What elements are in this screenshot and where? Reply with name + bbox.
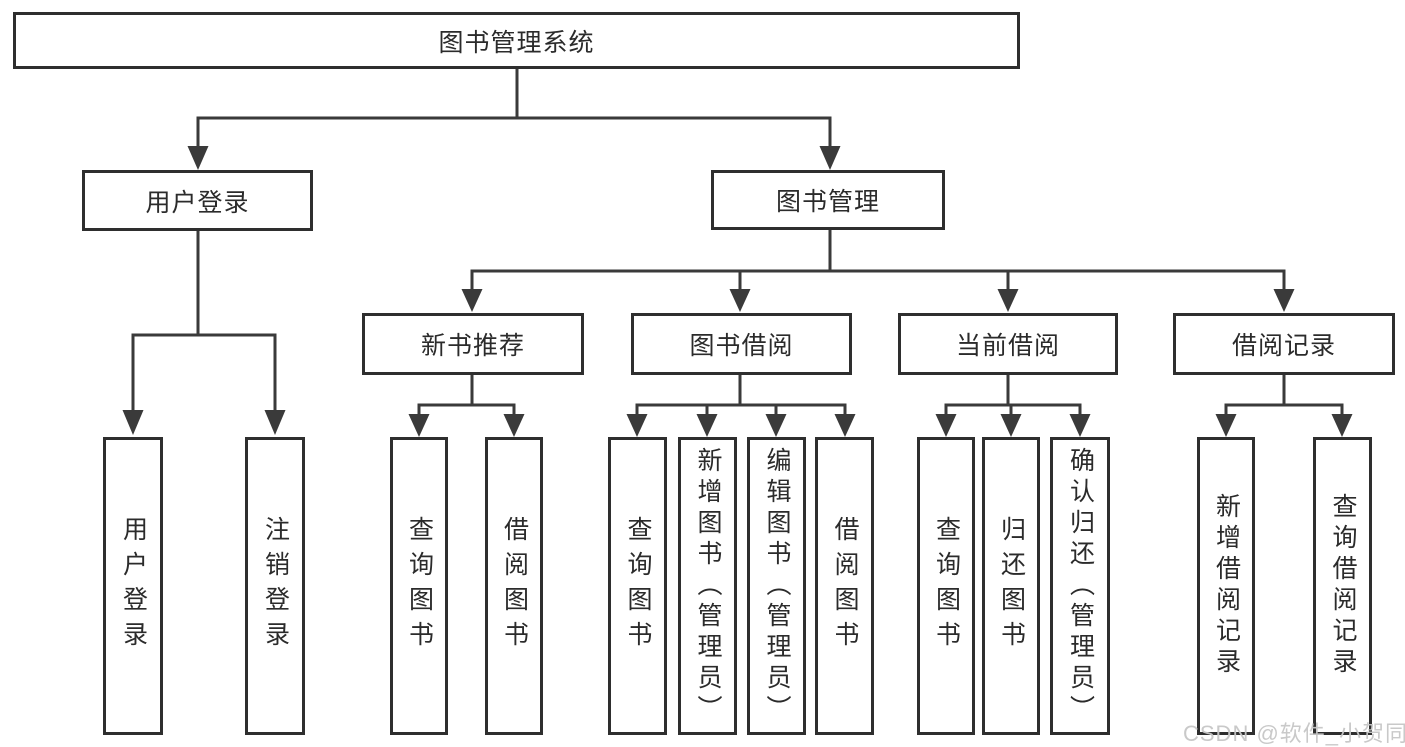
connector-borrow-record-group [1215,374,1353,437]
leaf-borrow-book-1: 借阅图书 [485,437,543,735]
connector-current-borrow-group [935,374,1091,437]
leaf-logout: 注销登录 [245,437,305,735]
leaf-query-borrow-record: 查询借阅记录 [1313,437,1372,735]
connector-user-login-group [122,231,286,435]
node-label: 新增借阅记录 [1212,493,1241,679]
node-user-login: 用户登录 [82,170,313,231]
node-label: 图书管理系统 [438,28,595,57]
connector-book-borrow-group [626,374,856,437]
node-book-management: 图书管理 [711,170,945,230]
node-label: 新增图书（管理员） [694,446,722,726]
node-book-borrow: 图书借阅 [631,313,852,375]
node-label: 图书管理 [775,188,880,216]
leaf-borrow-book-2: 借阅图书 [815,437,874,735]
connector-book-mgmt-to-modules [461,229,1295,312]
leaf-return-book: 归还图书 [982,437,1040,735]
leaf-query-book-3: 查询图书 [917,437,975,735]
leaf-query-book-1: 查询图书 [390,437,448,735]
node-label: 编辑图书（管理员） [763,446,791,726]
node-borrow-record: 借阅记录 [1173,313,1395,375]
node-label: 查询图书 [932,516,961,656]
node-label: 用户登录 [119,516,148,656]
node-label: 借阅记录 [1231,332,1336,360]
node-label: 新书推荐 [420,332,525,360]
node-label: 图书借阅 [689,332,794,360]
node-label: 归还图书 [997,516,1026,656]
node-label: 确认归还（管理员） [1066,446,1095,726]
node-label: 查询图书 [405,516,434,656]
leaf-add-book-admin: 新增图书（管理员） [678,437,737,735]
leaf-add-borrow-record: 新增借阅记录 [1197,437,1255,735]
node-label: 用户登录 [145,188,250,217]
csdn-watermark: CSDN @软件_小贺同学 [1183,721,1405,746]
node-label: 借阅图书 [831,516,859,656]
leaf-user-login: 用户登录 [103,437,163,735]
connector-new-rec-group [408,374,525,437]
node-label: 查询借阅记录 [1329,493,1357,679]
node-new-book-recommend: 新书推荐 [362,313,584,375]
node-label: 查询图书 [624,516,652,656]
node-current-borrow: 当前借阅 [898,313,1118,375]
node-root-system: 图书管理系统 [13,12,1020,69]
node-label: 注销登录 [261,516,290,656]
leaf-edit-book-admin: 编辑图书（管理员） [747,437,806,735]
leaf-query-book-2: 查询图书 [608,437,667,735]
node-label: 借阅图书 [500,516,529,656]
node-label: 当前借阅 [955,332,1060,360]
connector-root-to-level2 [187,69,841,170]
leaf-confirm-return-admin: 确认归还（管理员） [1050,437,1110,735]
